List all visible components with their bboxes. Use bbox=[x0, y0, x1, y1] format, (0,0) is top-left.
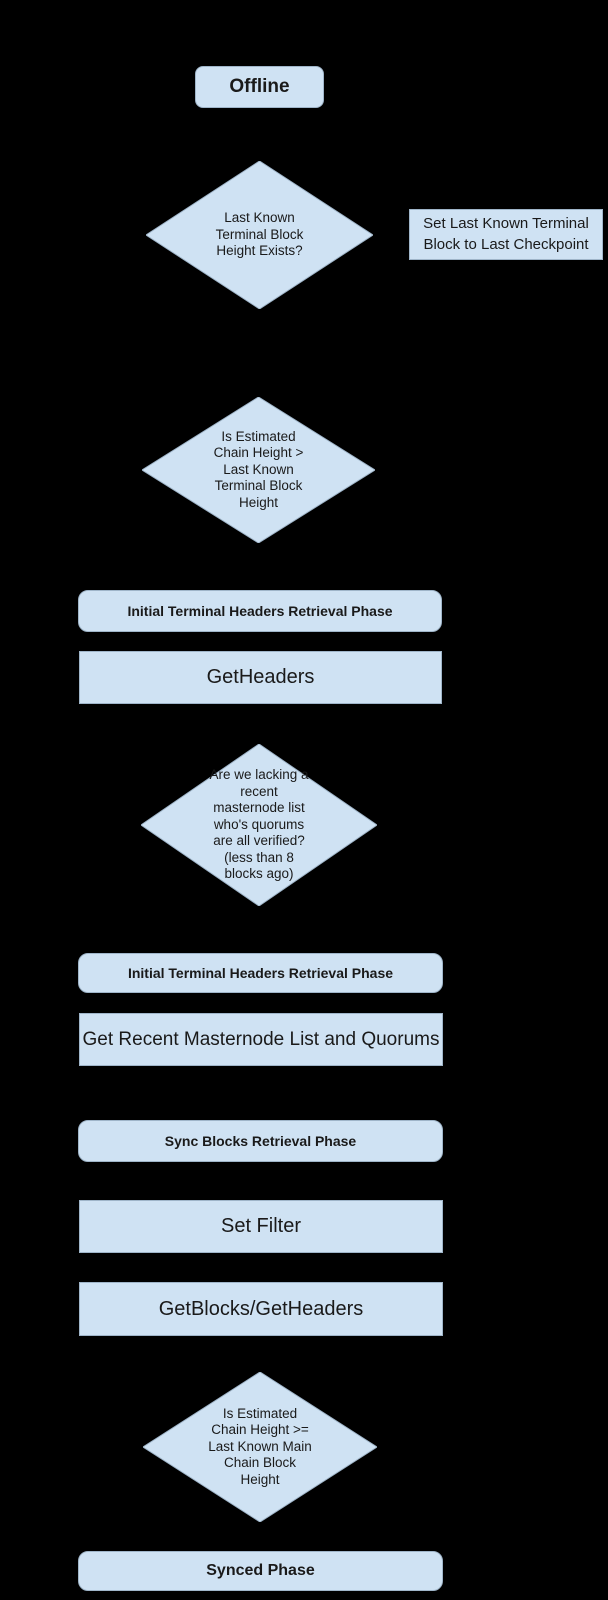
get-blocks-label: GetBlocks/GetHeaders bbox=[158, 1297, 364, 1320]
synced-phase-label: Synced Phase bbox=[206, 1562, 315, 1579]
offline-node: Offline bbox=[195, 66, 324, 108]
set-checkpoint-label: Set Last Known Terminal Block to Last Ch… bbox=[423, 215, 589, 253]
decision-terminal-exists-label: Last Known Terminal Block Height Exists? bbox=[215, 210, 304, 259]
decision-chain-gt-terminal-label: Is Estimated Chain Height > Last Known T… bbox=[213, 428, 304, 510]
get-blocks-node: GetBlocks/GetHeaders bbox=[79, 1282, 443, 1336]
phase-initial-terminal-headers-2-label: Initial Terminal Headers Retrieval Phase bbox=[127, 965, 394, 981]
get-masternode-list-node: Get Recent Masternode List and Quorums bbox=[79, 1013, 443, 1066]
set-filter-label: Set Filter bbox=[220, 1215, 302, 1237]
synced-phase-node: Synced Phase bbox=[78, 1551, 443, 1591]
decision-chain-ge-main-label: Is Estimated Chain Height >= Last Known … bbox=[208, 1405, 312, 1487]
decision-masternode-list-node: Are we lacking a recent masternode list … bbox=[141, 744, 377, 906]
decision-chain-ge-main-node: Is Estimated Chain Height >= Last Known … bbox=[143, 1372, 377, 1522]
get-headers-node: GetHeaders bbox=[79, 651, 442, 704]
phase-initial-terminal-headers-2-node: Initial Terminal Headers Retrieval Phase bbox=[78, 953, 443, 993]
get-masternode-list-label: Get Recent Masternode List and Quorums bbox=[82, 1028, 440, 1050]
set-checkpoint-node: Set Last Known Terminal Block to Last Ch… bbox=[409, 209, 603, 260]
diamond-shape bbox=[141, 744, 377, 906]
decision-chain-gt-terminal-node: Is Estimated Chain Height > Last Known T… bbox=[142, 397, 375, 543]
set-filter-node: Set Filter bbox=[79, 1200, 443, 1253]
diamond-shape bbox=[146, 161, 373, 309]
phase-sync-blocks-label: Sync Blocks Retrieval Phase bbox=[164, 1133, 357, 1149]
phase-initial-terminal-headers-1-label: Initial Terminal Headers Retrieval Phase bbox=[127, 603, 393, 619]
decision-terminal-exists-node: Last Known Terminal Block Height Exists? bbox=[146, 161, 373, 309]
diamond-shape bbox=[143, 1372, 377, 1522]
phase-sync-blocks-node: Sync Blocks Retrieval Phase bbox=[78, 1120, 443, 1162]
diamond-shape bbox=[142, 397, 375, 543]
decision-masternode-list-label: Are we lacking a recent masternode list … bbox=[209, 767, 309, 882]
phase-initial-terminal-headers-1-node: Initial Terminal Headers Retrieval Phase bbox=[78, 590, 442, 632]
offline-label: Offline bbox=[229, 76, 290, 97]
get-headers-label: GetHeaders bbox=[206, 666, 315, 688]
